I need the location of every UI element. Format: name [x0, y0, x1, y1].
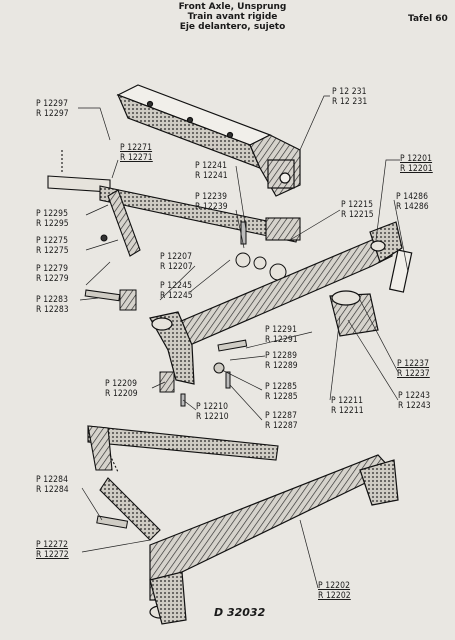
- callout-12243: P 12243 R 12243: [398, 391, 431, 411]
- callout-12207: P 12207 R 12207: [160, 252, 193, 272]
- drawing-number: D 32032: [214, 606, 266, 619]
- callout-r-number: R 12237: [397, 368, 430, 379]
- callout-r-number: R 12243: [398, 400, 431, 411]
- callout-p-number: P 12245: [160, 281, 193, 291]
- callout-12285: P 12285 R 12285: [265, 382, 298, 402]
- callout-r-number: R 12285: [265, 391, 298, 402]
- callout-p-number: P 12243: [398, 391, 431, 401]
- callout-12272: P 12272 R 12272: [36, 540, 69, 560]
- callout-12291: P 12291 R 12291: [265, 325, 298, 345]
- callout-12279: P 12279 R 12279: [36, 264, 69, 284]
- callout-r-number: R 12279: [36, 273, 69, 284]
- callout-12210: P 12210 R 12210: [196, 402, 229, 422]
- callout-p-number: P 12272: [36, 540, 69, 550]
- callout-p-number: P 12291: [265, 325, 298, 335]
- callout-r-number: R 12287: [265, 420, 298, 431]
- callout-p-number: P 12283: [36, 295, 69, 305]
- callout-r-number: R 12202: [318, 590, 351, 601]
- callout-p-number: P 12211: [331, 396, 364, 406]
- callout-p-number: P 12287: [265, 411, 298, 421]
- callout-r-number: R 14286: [396, 201, 429, 212]
- callout-p-number: P 12 231: [332, 87, 367, 97]
- callout-p-number: P 12210: [196, 402, 229, 412]
- title-line-en: Front Axle, Unsprung: [178, 2, 287, 12]
- callout-p-number: P 12241: [195, 161, 228, 171]
- front-axle-beam: [149, 221, 413, 385]
- callout-12283: P 12283 R 12283: [36, 295, 69, 315]
- callout-r-number: R 12215: [341, 209, 374, 220]
- callout-r-number: R 12211: [331, 405, 364, 416]
- callout-12289: P 12289 R 12289: [265, 351, 298, 371]
- callout-r-number: R 12289: [265, 360, 298, 371]
- callout-14286: P 14286 R 14286: [396, 192, 429, 212]
- callout-12231: P 12 231 R 12 231: [332, 87, 368, 107]
- lower-axle-beam: [149, 454, 399, 625]
- callout-12284: P 12284 R 12284: [36, 475, 69, 495]
- callout-r-number: R 12283: [36, 304, 69, 315]
- small-parts: [84, 221, 287, 529]
- callout-r-number: R 12201: [400, 163, 433, 174]
- callout-12237: P 12237 R 12237: [397, 359, 430, 379]
- callout-p-number: P 12279: [36, 264, 69, 274]
- callout-r-number: R 12295: [36, 218, 69, 229]
- callout-r-number: R 12284: [36, 484, 69, 495]
- callout-12211: P 12211 R 12211: [331, 396, 364, 416]
- callout-r-number: R 12245: [160, 290, 193, 301]
- axle-bracket: [116, 84, 301, 197]
- callout-r-number: R 12207: [160, 261, 193, 272]
- callout-p-number: P 12237: [397, 359, 430, 369]
- callout-p-number: P 12285: [265, 382, 298, 392]
- callout-12295: P 12295 R 12295: [36, 209, 69, 229]
- callout-p-number: P 12271: [120, 143, 153, 153]
- upper-radius-arm: [47, 150, 301, 257]
- callout-12239: P 12239 R 12239: [195, 192, 228, 212]
- callout-12215: P 12215 R 12215: [341, 200, 374, 220]
- callout-12271: P 12271 R 12271: [120, 143, 153, 163]
- callout-r-number: R 12291: [265, 334, 298, 345]
- callout-12202: P 12202 R 12202: [318, 581, 351, 601]
- callout-p-number: P 12297: [36, 99, 69, 109]
- callout-p-number: P 12207: [160, 252, 193, 262]
- callout-p-number: P 12284: [36, 475, 69, 485]
- callout-r-number: R 12271: [120, 152, 153, 163]
- plate-number: Tafel 60: [408, 14, 448, 24]
- plate-title: Front Axle, Unsprung Train avant rigide …: [160, 2, 305, 32]
- callout-r-number: R 12209: [105, 388, 138, 399]
- callout-p-number: P 12209: [105, 379, 138, 389]
- callout-p-number: P 12289: [265, 351, 298, 361]
- callout-12245: P 12245 R 12245: [160, 281, 193, 301]
- callout-p-number: P 12275: [36, 236, 69, 246]
- callout-r-number: R 12297: [36, 108, 69, 119]
- title-line-es: Eje delantero, sujeto: [179, 22, 286, 32]
- leader-lines: [78, 95, 409, 589]
- callout-12287: P 12287 R 12287: [265, 411, 298, 431]
- callout-r-number: R 12272: [36, 549, 69, 560]
- callout-p-number: P 12239: [195, 192, 228, 202]
- callout-p-number: P 14286: [396, 192, 429, 202]
- callout-p-number: P 12202: [318, 581, 351, 591]
- callout-12201: P 12201 R 12201: [400, 154, 433, 174]
- callout-p-number: P 12215: [341, 200, 374, 210]
- callout-r-number: R 12241: [195, 170, 228, 181]
- callout-r-number: R 12 231: [332, 96, 368, 107]
- callout-12209: P 12209 R 12209: [105, 379, 138, 399]
- callout-12275: P 12275 R 12275: [36, 236, 69, 256]
- callout-r-number: R 12275: [36, 245, 69, 256]
- callout-p-number: P 12295: [36, 209, 69, 219]
- callout-r-number: R 12210: [196, 411, 229, 422]
- title-line-fr: Train avant rigide: [187, 12, 278, 22]
- callout-12241: P 12241 R 12241: [195, 161, 228, 181]
- callout-p-number: P 12201: [400, 154, 433, 164]
- callout-r-number: R 12239: [195, 201, 228, 212]
- callout-12297: P 12297 R 12297: [36, 99, 69, 119]
- lower-radius-arm: [87, 425, 279, 541]
